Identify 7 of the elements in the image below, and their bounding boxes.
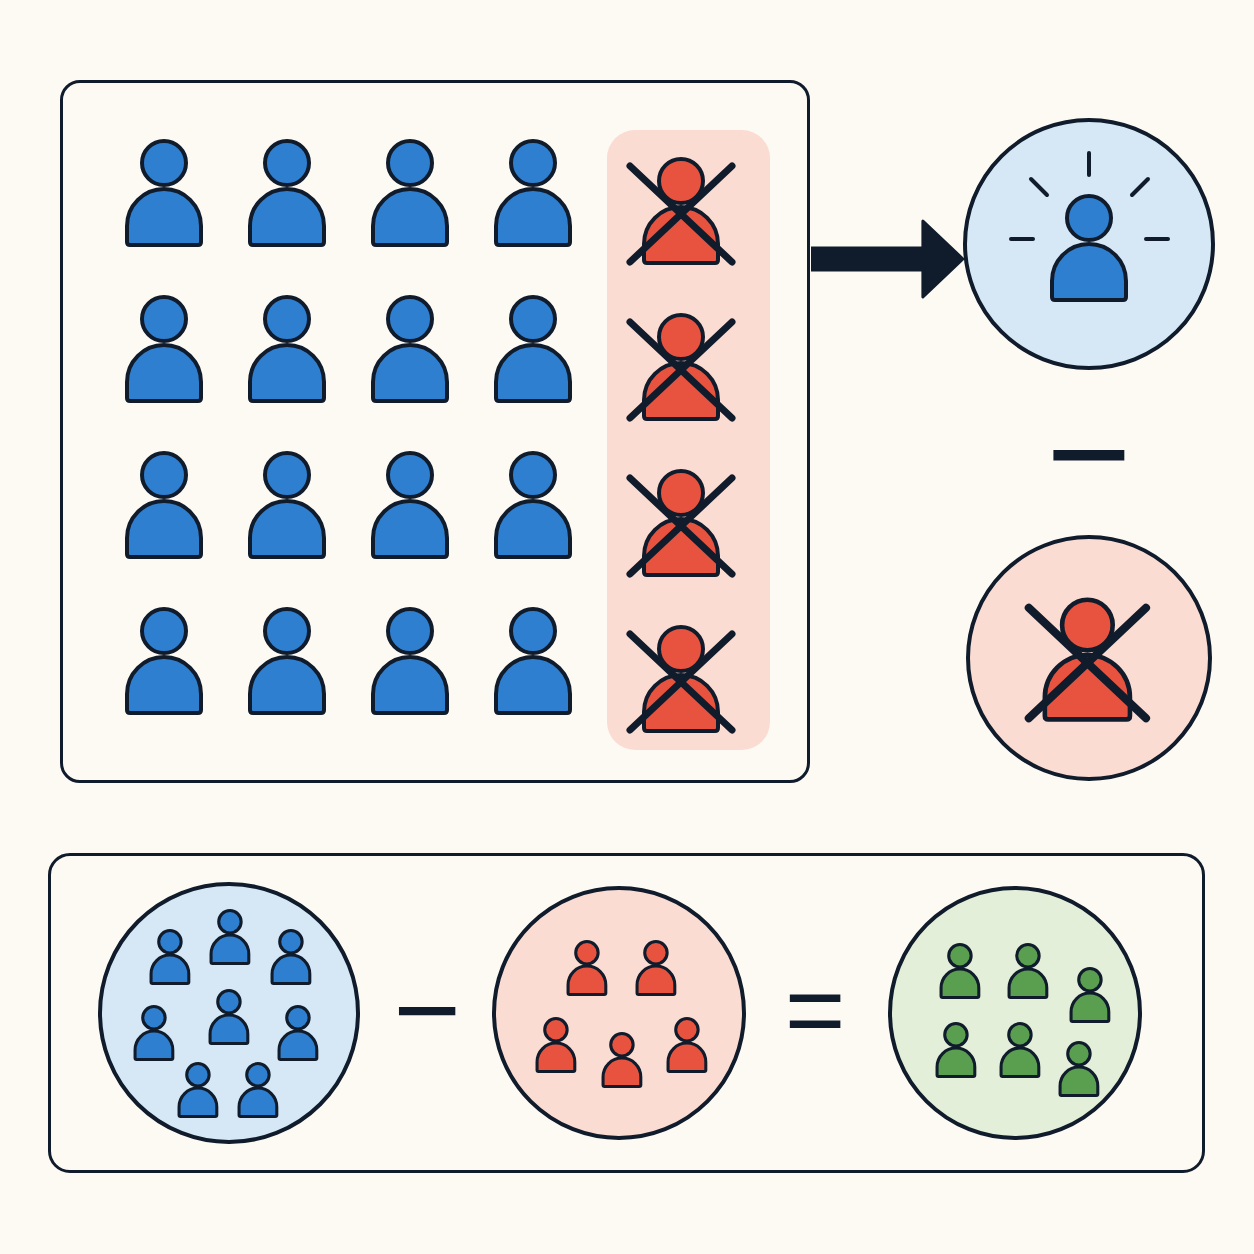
arrow [811,219,965,299]
equals-sign: = [784,994,846,1026]
crowd-panel [60,80,810,783]
equation-panel [48,853,1205,1173]
minus-sign: − [1046,432,1132,476]
minus-sign: − [393,992,461,1028]
highlight-band [607,130,770,750]
